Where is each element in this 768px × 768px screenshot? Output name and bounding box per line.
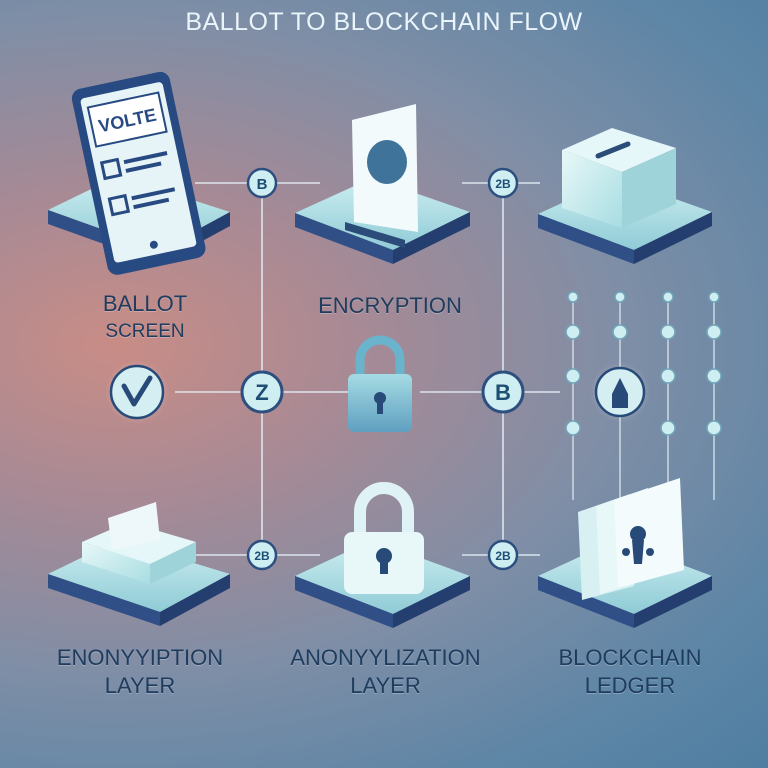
label-line: BLOCKCHAIN xyxy=(530,644,730,672)
label-line: LAYER xyxy=(268,672,503,700)
connector-label: B xyxy=(257,176,268,193)
enonyyption-layer-illustration xyxy=(48,502,230,626)
rook-node xyxy=(590,362,650,422)
label-line: ENONYYIPTION xyxy=(30,644,250,672)
label-line: BALLOT xyxy=(70,290,220,318)
label-ballot-screen: BALLOT SCREEN xyxy=(70,290,220,346)
label-encryption: ENCRYPTION xyxy=(290,292,490,320)
connector-node-bottom-left: 2B xyxy=(248,541,276,569)
label-line: ENCRYPTION xyxy=(290,292,490,320)
encryption-illustration xyxy=(295,104,470,264)
connector-node-top-left: B xyxy=(248,169,276,197)
ballot-screen-illustration: VOLTE xyxy=(48,70,230,277)
connector-label: 2B xyxy=(495,177,511,191)
connector-label: B xyxy=(495,380,511,405)
chain-dots xyxy=(566,292,721,435)
anonymization-layer-illustration xyxy=(295,488,470,628)
label-line: ANONYYLIZATION xyxy=(268,644,503,672)
connector-label: 2B xyxy=(495,549,511,563)
label-anonymization-layer: ANONYYLIZATION LAYER xyxy=(268,644,503,700)
connector-node-mid-right: B xyxy=(481,370,525,414)
connector-node-bottom-right: 2B xyxy=(489,541,517,569)
connector-label: Z xyxy=(255,380,268,405)
connector-node-top-right: 2B xyxy=(489,169,517,197)
label-enonyyption-layer: ENONYYIPTION LAYER xyxy=(30,644,250,700)
label-line: SCREEN xyxy=(70,318,220,346)
ballot-box-illustration xyxy=(538,128,712,264)
label-blockchain-ledger: BLOCKCHAIN LEDGER xyxy=(530,644,730,700)
padlock-center xyxy=(348,340,412,432)
checkmark-node xyxy=(105,360,169,424)
label-line: LEDGER xyxy=(530,672,730,700)
label-line: LAYER xyxy=(30,672,250,700)
connector-node-mid-left: Z xyxy=(240,370,284,414)
blockchain-ledger-illustration xyxy=(538,478,712,628)
connector-label: 2B xyxy=(254,549,270,563)
